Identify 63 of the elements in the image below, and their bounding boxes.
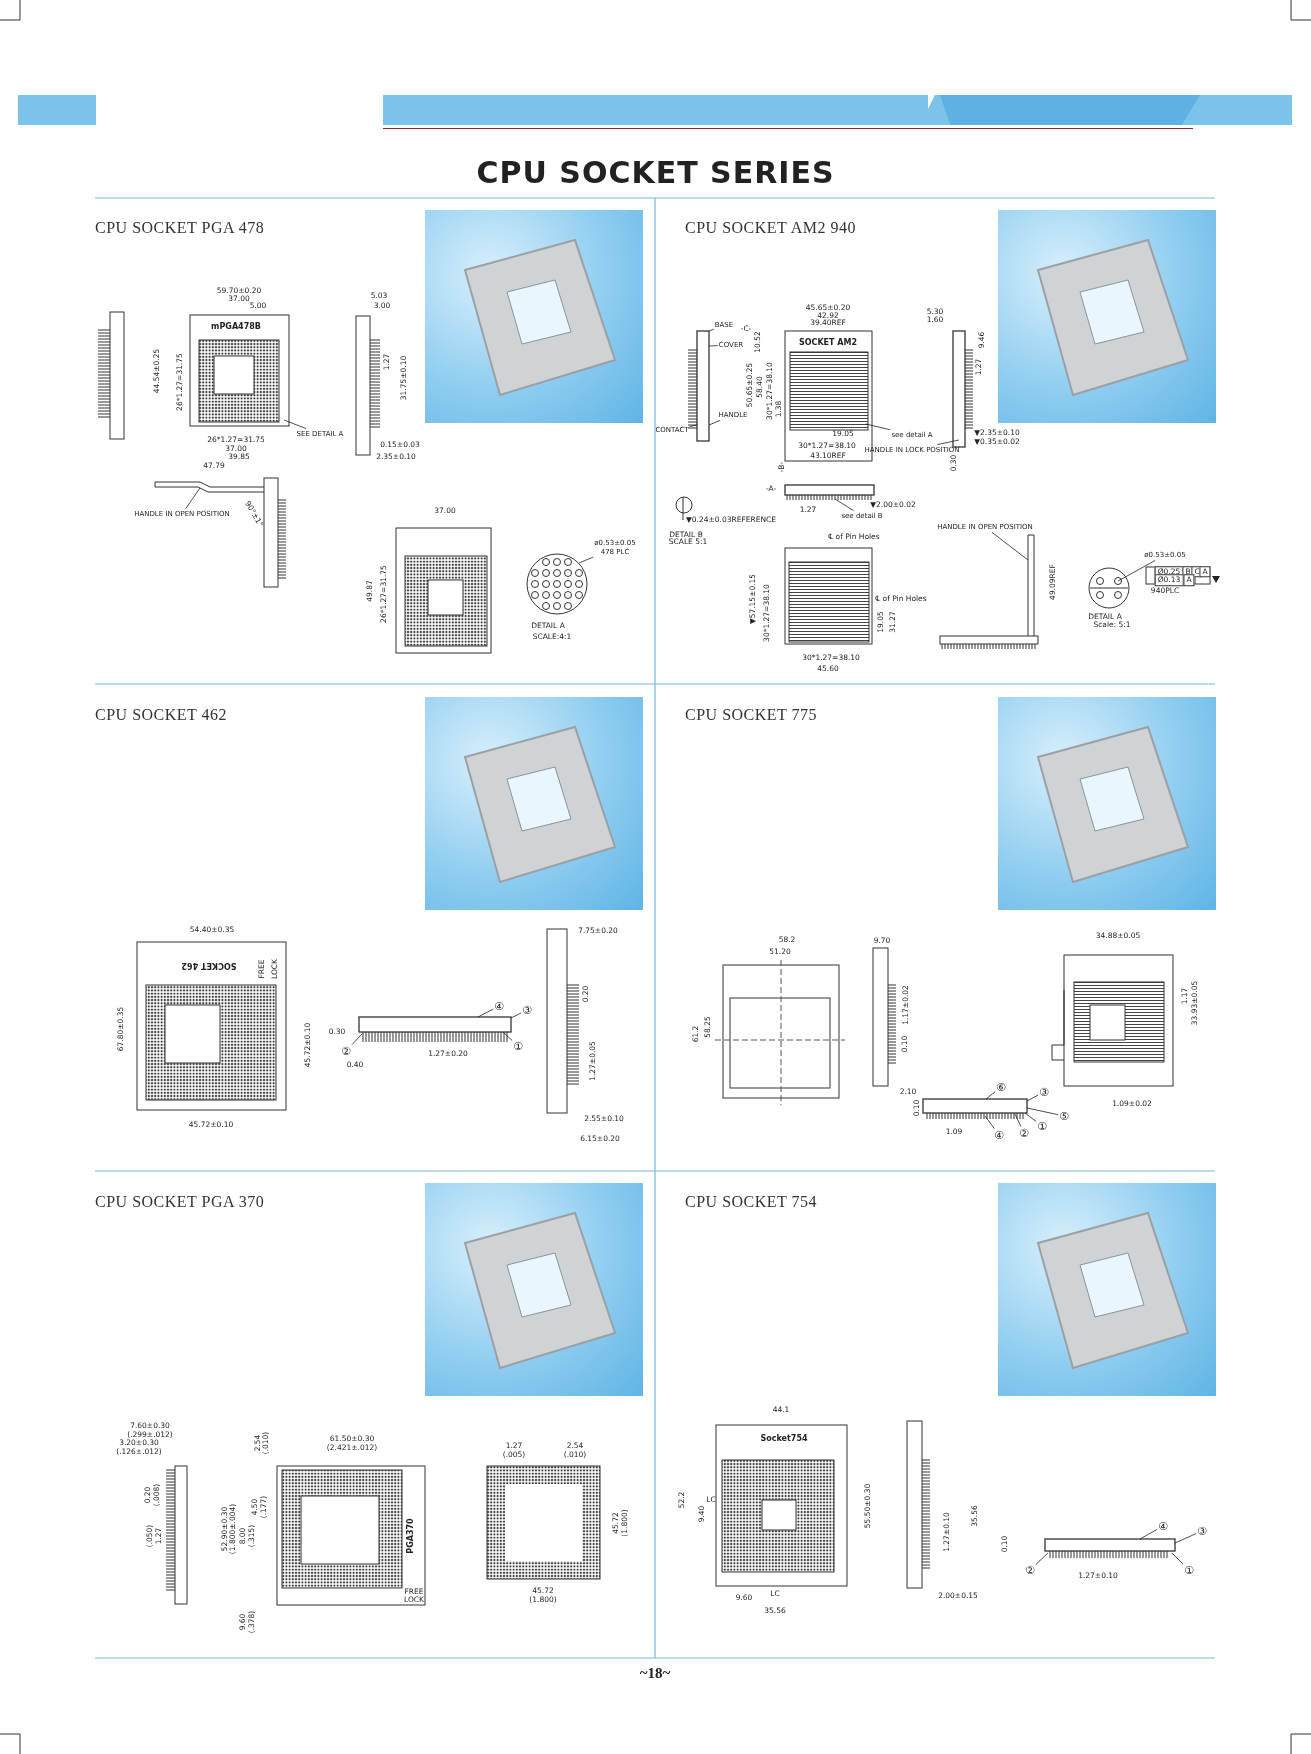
callout-number: ③ xyxy=(1197,1525,1207,1537)
leader-line xyxy=(936,439,960,445)
callout-number: ⑤ xyxy=(1059,1110,1069,1122)
side-view-drawing xyxy=(952,330,974,448)
detail-drawing xyxy=(1088,567,1130,609)
leader-line xyxy=(984,1115,995,1129)
callout-number: ④ xyxy=(1158,1520,1168,1532)
leader-line xyxy=(1014,1113,1022,1127)
leader-line xyxy=(1026,1107,1059,1116)
part-marking: SOCKET 462 xyxy=(181,961,237,969)
leader-line xyxy=(834,498,854,511)
leader-line xyxy=(1026,1094,1039,1102)
callout-number: ⑥ xyxy=(996,1081,1006,1093)
section-title: CPU SOCKET PGA 478 xyxy=(95,220,265,236)
leader-line xyxy=(351,1033,363,1046)
leader-line xyxy=(708,328,715,332)
leader-line xyxy=(991,532,1029,561)
part-marking: PGA370 xyxy=(407,1518,415,1554)
callout-number: ④ xyxy=(494,1000,504,1012)
callout-number: ③ xyxy=(1039,1086,1049,1098)
leader-line xyxy=(502,1031,513,1041)
leader-line xyxy=(1174,1533,1197,1544)
profile-drawing xyxy=(1044,1538,1176,1559)
leader-line xyxy=(1171,1552,1184,1565)
detail-drawing xyxy=(526,553,588,615)
section-title: CPU SOCKET 754 xyxy=(685,1194,818,1210)
leader-line xyxy=(689,424,698,427)
bottom-strip-drawing xyxy=(784,484,875,501)
page-number: ~18~ xyxy=(639,1665,671,1681)
part-marking: SOCKET AM2 xyxy=(798,339,858,347)
page-title: CPU SOCKET SERIES xyxy=(475,155,836,190)
profile-drawing xyxy=(358,1016,512,1043)
leader-line xyxy=(985,1091,996,1100)
leader-line xyxy=(708,345,719,347)
callout-number: ② xyxy=(1025,1564,1035,1576)
side-view-drawing xyxy=(687,330,710,442)
leader-line xyxy=(1117,560,1156,582)
front-view-drawing xyxy=(189,314,290,427)
section-title: CPU SOCKET 775 xyxy=(685,707,818,723)
callout-number: ② xyxy=(1019,1127,1029,1139)
callout-number: ④ xyxy=(994,1129,1004,1141)
part-marking: mPGA478B xyxy=(211,323,261,331)
section-title: CPU SOCKET PGA 370 xyxy=(95,1194,265,1210)
leader-line xyxy=(1139,1529,1158,1540)
callout-number: ① xyxy=(1184,1564,1194,1576)
leader-line xyxy=(865,423,891,431)
callout-number: ① xyxy=(513,1040,523,1052)
part-marking: Socket754 xyxy=(760,1435,808,1443)
leader-line xyxy=(477,1008,494,1018)
handle-open-drawing xyxy=(939,534,1039,650)
leader-line xyxy=(510,1012,522,1019)
callout-number: ② xyxy=(341,1045,351,1057)
section-title: CPU SOCKET AM2 940 xyxy=(685,220,856,236)
leader-line xyxy=(1024,1112,1037,1122)
profile-drawing xyxy=(922,1098,1028,1120)
callout-number: ③ xyxy=(522,1004,532,1016)
section-title: CPU SOCKET 462 xyxy=(95,707,228,723)
callout-number: ① xyxy=(1037,1120,1047,1132)
leader-line xyxy=(708,420,721,426)
leader-line xyxy=(283,419,307,429)
leader-line xyxy=(185,487,201,509)
leader-line xyxy=(578,556,594,564)
leader-line xyxy=(1035,1552,1049,1565)
